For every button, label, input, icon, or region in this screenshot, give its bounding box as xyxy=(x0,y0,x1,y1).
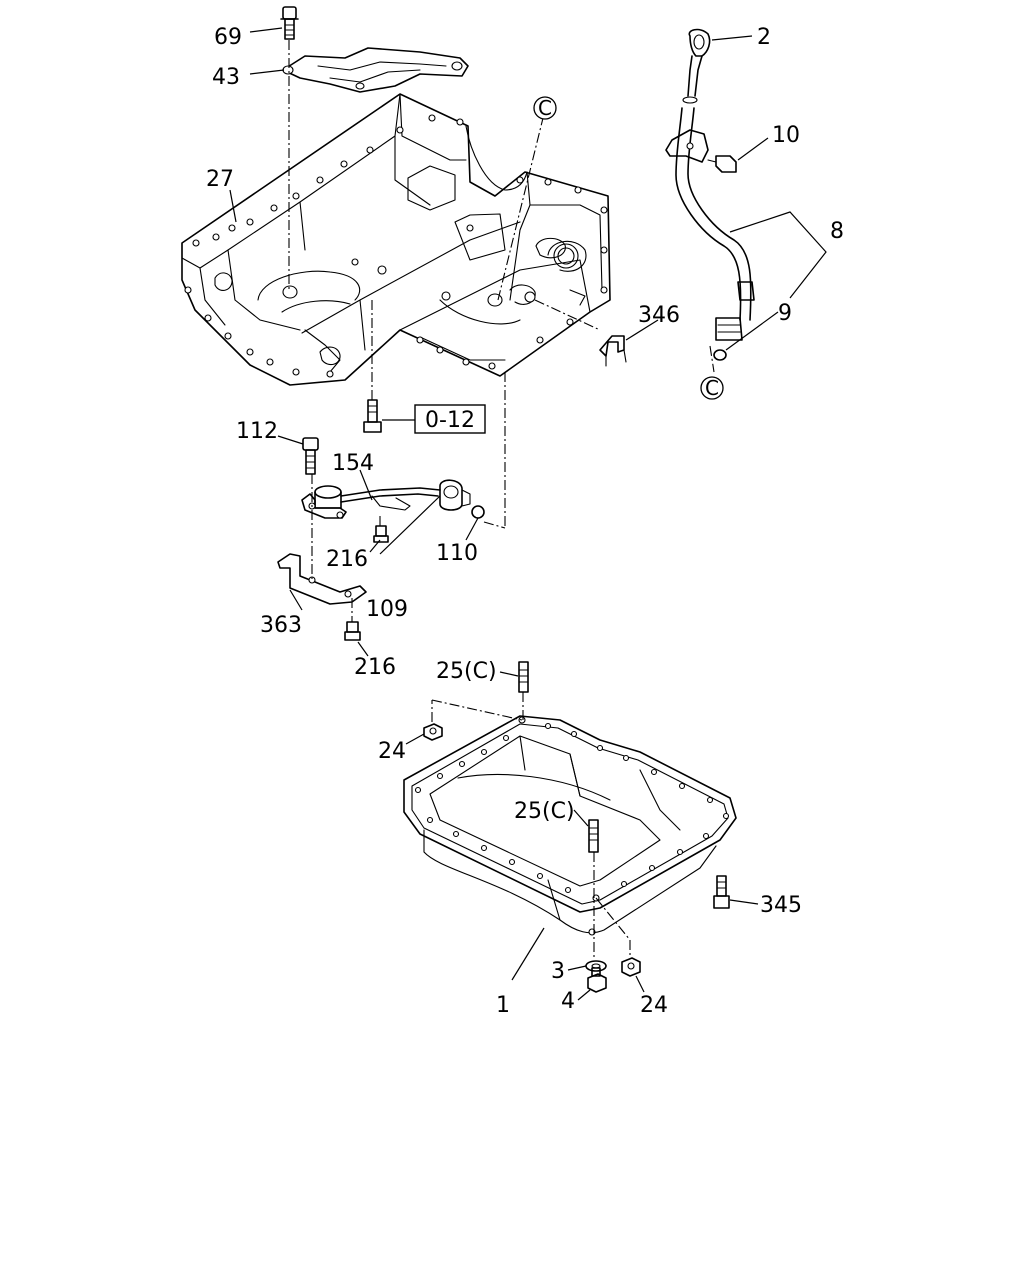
bracket-363-drawing xyxy=(277,553,367,605)
callout-4: 4 xyxy=(561,989,575,1014)
washer-3-drawing xyxy=(585,960,607,972)
assembly-centerlines xyxy=(288,40,715,960)
lower-oil-pan-1-drawing xyxy=(403,715,737,936)
callout-69: 69 xyxy=(214,25,242,50)
upper-oil-pan-27-drawing xyxy=(181,93,611,386)
callout-154: 154 xyxy=(332,451,374,476)
dipstick-guide-8-drawing xyxy=(665,107,755,341)
callout-27: 27 xyxy=(206,167,234,192)
callout-labels: 69 43 27 2 10 8 9 346 112 154 216 110 10… xyxy=(206,25,844,1018)
connector-mark-c-upper-label: C xyxy=(538,96,552,120)
callout-10: 10 xyxy=(772,123,800,148)
callout-216-lower: 216 xyxy=(354,655,396,680)
callout-25-lower: 25(C) xyxy=(514,799,575,824)
connector-mark-c-lower-label: C xyxy=(705,376,719,400)
callout-346: 346 xyxy=(638,303,680,328)
bracket-346-drawing xyxy=(599,335,627,367)
dipstick-2-drawing xyxy=(682,28,711,104)
leader-lines xyxy=(229,27,827,1001)
callout-345: 345 xyxy=(760,893,802,918)
connector-mark-c-lower: C xyxy=(700,376,724,400)
callout-109: 109 xyxy=(366,597,408,622)
callout-1: 1 xyxy=(496,993,510,1018)
nut-24-lower-drawing xyxy=(621,957,641,977)
callout-8: 8 xyxy=(830,219,844,244)
callout-24-upper: 24 xyxy=(378,739,406,764)
bolt-216-lower-drawing xyxy=(344,621,361,641)
bolt-216-upper-drawing xyxy=(373,525,389,543)
callout-24-lower: 24 xyxy=(640,993,668,1018)
o-ring-9-drawing xyxy=(713,349,727,361)
drain-plug-4-drawing xyxy=(587,967,607,993)
callout-110: 110 xyxy=(436,541,478,566)
stud-25-upper-drawing xyxy=(518,661,529,693)
bolt-0-12-drawing xyxy=(363,399,382,433)
oil-level-sensor-154-drawing xyxy=(301,479,485,519)
callout-112: 112 xyxy=(236,419,278,444)
callout-2: 2 xyxy=(757,25,771,50)
bolt-69-drawing xyxy=(280,6,299,40)
bolt-112-drawing xyxy=(302,437,319,475)
callout-43: 43 xyxy=(212,65,240,90)
callout-25-upper: 25(C) xyxy=(436,659,497,684)
connector-mark-c-upper: C xyxy=(533,96,557,120)
callout-216-upper: 216 xyxy=(326,547,368,572)
callout-3: 3 xyxy=(551,959,565,984)
callout-9: 9 xyxy=(778,301,792,326)
reference-box-0-12: 0-12 xyxy=(414,404,486,434)
bolt-10-drawing xyxy=(707,155,737,173)
reference-box-label: 0-12 xyxy=(425,408,475,433)
nut-24-upper-drawing xyxy=(423,723,443,741)
callout-363: 363 xyxy=(260,613,302,638)
bolt-345-drawing xyxy=(713,875,730,909)
bracket-43-drawing xyxy=(282,47,469,93)
stud-25-lower-drawing xyxy=(588,819,599,853)
